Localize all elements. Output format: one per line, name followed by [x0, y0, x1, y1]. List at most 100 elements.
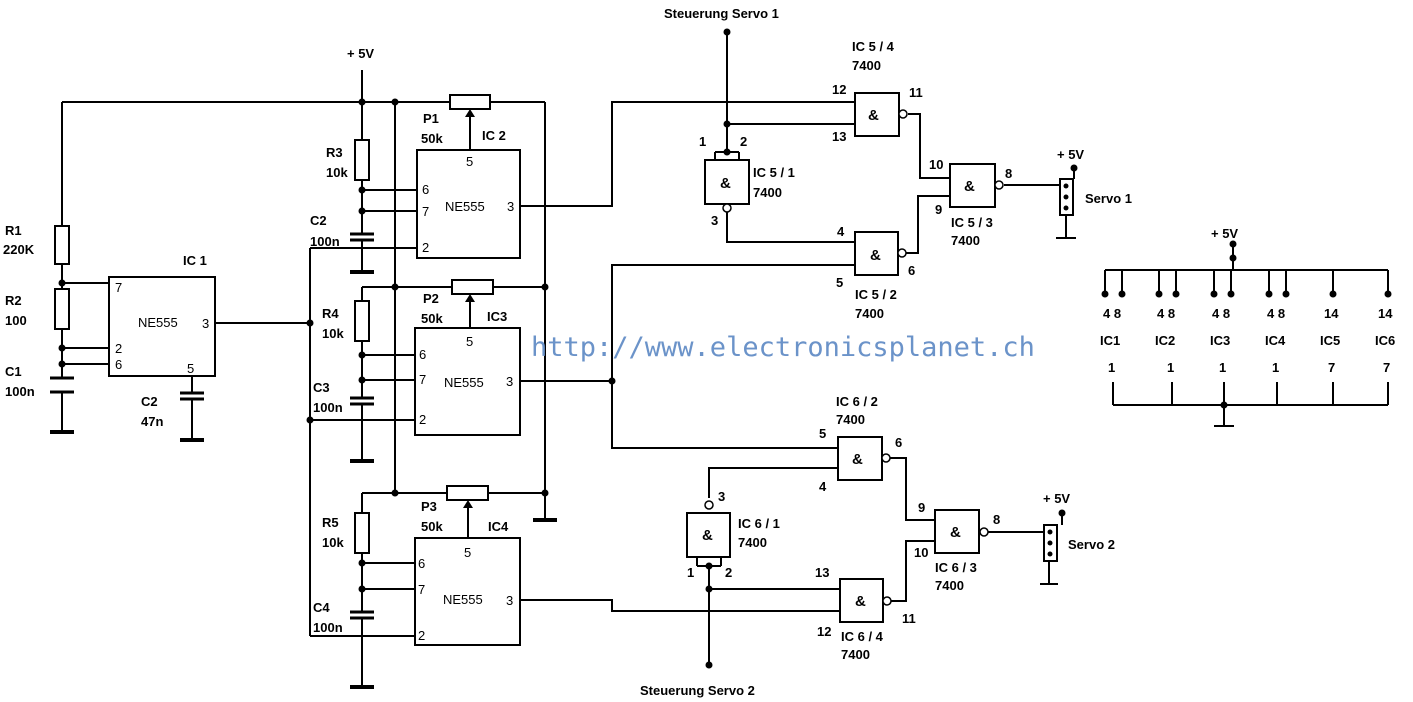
power-table-ic: IC4: [1265, 333, 1286, 348]
power-table-vcc-pins: 14: [1324, 306, 1339, 321]
resistor-r5: [354, 512, 370, 554]
potentiometer-p2: [451, 279, 494, 295]
gate-ic5-4-pin: 11: [909, 85, 923, 100]
gate-ic6-3-name: IC 6 / 3: [935, 560, 977, 575]
gate-ic6-2-name: IC 6 / 2: [836, 394, 878, 409]
c2a-value: 47n: [141, 414, 163, 429]
ic2-pin: 3: [507, 199, 514, 214]
power-table-vcc-pins: 4 8: [1157, 306, 1175, 321]
gate-ic5-2-name: IC 5 / 2: [855, 287, 897, 302]
gate-ic5-3: [949, 163, 996, 208]
ic2-pin: 6: [422, 182, 429, 197]
ic3-name: IC3: [487, 309, 507, 324]
labels: + 5V Steuerung Servo 1 Steuerung Servo 2…: [3, 6, 1395, 698]
gate-symbol: &: [870, 247, 881, 264]
gate-ic6-1-pin: 2: [725, 565, 732, 580]
gate-ic6-1-pin: 1: [687, 565, 694, 580]
resistor-r2: [54, 288, 70, 330]
r5-value: 10k: [322, 535, 344, 550]
gate-ic6-1-type: 7400: [738, 535, 767, 550]
servo1-label: Servo 1: [1085, 191, 1132, 206]
ic4-pin: 6: [418, 556, 425, 571]
ic4-pin: 7: [418, 582, 425, 597]
power-table-vcc-pins: 4 8: [1103, 306, 1121, 321]
ic1-name: IC 1: [183, 253, 207, 268]
ic2-name: IC 2: [482, 128, 506, 143]
gate-symbol: &: [868, 107, 879, 124]
passives: [50, 94, 494, 620]
gate-ic6-3-pin: 8: [993, 512, 1000, 527]
gate-ic5-4-pin: 12: [832, 82, 846, 97]
power-table-ic: IC6: [1375, 333, 1395, 348]
ground-symbols: [50, 270, 557, 689]
gate-shapes: [686, 92, 1004, 623]
gate-ic6-3-type: 7400: [935, 578, 964, 593]
ic2-pin: 7: [422, 204, 429, 219]
power-table-gnd-pin: 7: [1328, 360, 1335, 375]
gate-ic5-3-type: 7400: [951, 233, 980, 248]
ic2-pin: 2: [422, 240, 429, 255]
c2b-value: 100n: [310, 234, 340, 249]
gate-ic6-4-pin: 12: [817, 624, 831, 639]
power-table-ic: IC2: [1155, 333, 1175, 348]
gate-ic6-1-name: IC 6 / 1: [738, 516, 780, 531]
power-table-vcc-pins: 4 8: [1212, 306, 1230, 321]
p3-value: 50k: [421, 519, 443, 534]
power-table-vcc-pins: 14: [1378, 306, 1393, 321]
watermark-url: http://www.electronicsplanet.ch: [531, 332, 1035, 363]
ic1-pin: 3: [202, 316, 209, 331]
power-table-vcc-pins: 4 8: [1267, 306, 1285, 321]
servo2-label: Servo 2: [1068, 537, 1115, 552]
ic1-pin: 5: [187, 361, 194, 376]
gate-ic6-2-pin: 6: [895, 435, 902, 450]
ic1-pin: 6: [115, 357, 122, 372]
ic3-pin: 2: [419, 412, 426, 427]
ic3-pin: 5: [466, 334, 473, 349]
ic3-pin: 7: [419, 372, 426, 387]
gate-symbol: &: [702, 527, 713, 544]
control-servo1-label: Steuerung Servo 1: [664, 6, 779, 21]
gate-ic5-3-name: IC 5 / 3: [951, 215, 993, 230]
ic3-pin: 3: [506, 374, 513, 389]
gate-ic6-4-pin: 13: [815, 565, 829, 580]
gate-ic5-3-pin: 10: [929, 157, 943, 172]
c4-name: C4: [313, 600, 330, 615]
gate-ic6-3-pin: 10: [914, 545, 928, 560]
vcc-servo1-label: + 5V: [1057, 147, 1084, 162]
power-table-gnd-pin: 1: [1108, 360, 1115, 375]
power-table-gnd-pin: 1: [1272, 360, 1279, 375]
gate-ic6-3: [934, 509, 980, 554]
r2-name: R2: [5, 293, 22, 308]
resistor-r3: [354, 139, 370, 181]
capacitor-plates: [50, 232, 374, 620]
p1-value: 50k: [421, 131, 443, 146]
gate-ic5-2-pin: 6: [908, 263, 915, 278]
c3-value: 100n: [313, 400, 343, 415]
ic3-pin: 6: [419, 347, 426, 362]
gate-ic6-2: [837, 436, 883, 481]
power-table-gnd-pin: 7: [1383, 360, 1390, 375]
wires: [61, 32, 1389, 687]
r4-name: R4: [322, 306, 339, 321]
gate-ic5-1-pin: 3: [711, 213, 718, 228]
p2-value: 50k: [421, 311, 443, 326]
ic2-body: [416, 149, 521, 259]
c3-name: C3: [313, 380, 330, 395]
potentiometer-wiper-arrows: [463, 109, 475, 508]
power-table-gnd-pin: 1: [1167, 360, 1174, 375]
gate-ic6-2-pin: 5: [819, 426, 826, 441]
ic4-name: IC4: [488, 519, 509, 534]
r2-value: 100: [5, 313, 27, 328]
gate-symbol: &: [964, 178, 975, 195]
ic3-body: [414, 327, 521, 436]
c1-value: 100n: [5, 384, 35, 399]
gate-symbol: &: [852, 451, 863, 468]
power-table-ic: IC3: [1210, 333, 1230, 348]
gate-ic6-3-pin: 9: [918, 500, 925, 515]
gate-symbol: &: [720, 175, 731, 192]
p1-name: P1: [423, 111, 439, 126]
junctions: [58, 28, 1392, 669]
p2-name: P2: [423, 291, 439, 306]
potentiometer-p1: [449, 94, 491, 110]
resistor-r4: [354, 300, 370, 342]
